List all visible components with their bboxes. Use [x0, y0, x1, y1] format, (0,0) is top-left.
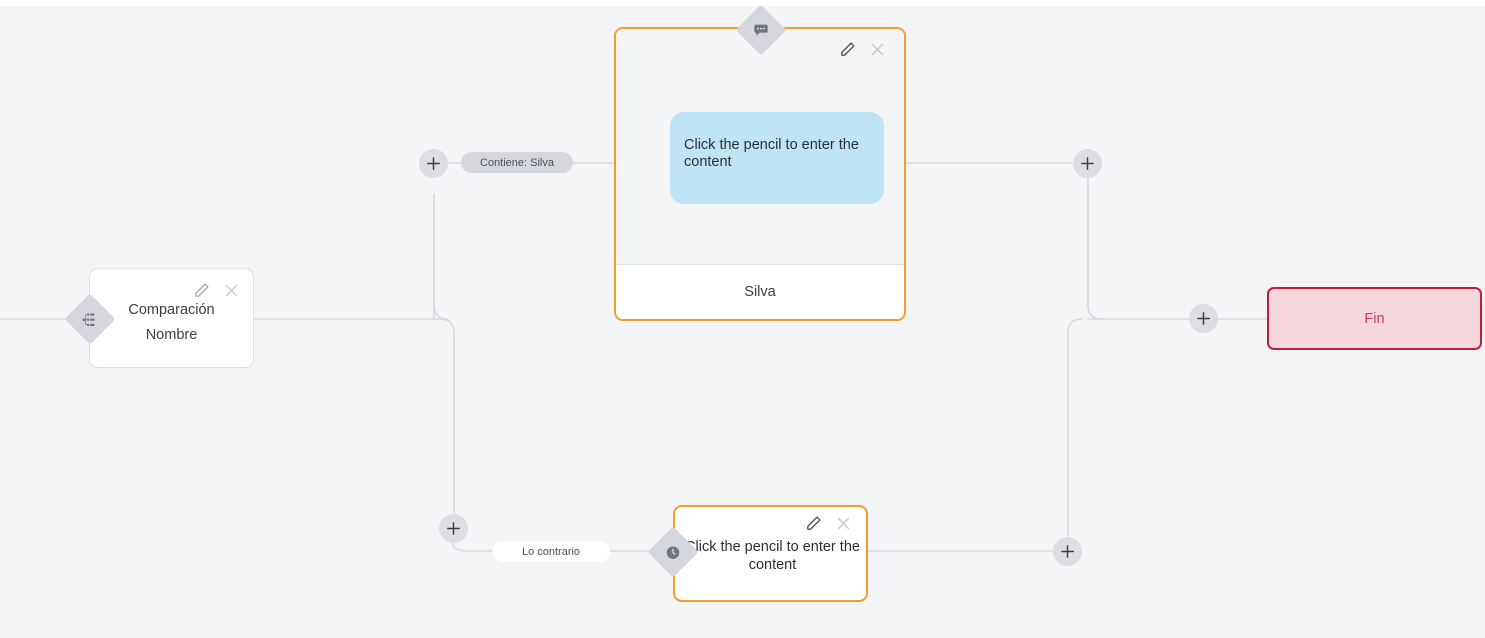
edge-label-branch-true: Contiene: Silva — [461, 152, 573, 173]
message-node-top-actions — [839, 41, 886, 58]
pencil-icon[interactable] — [805, 515, 822, 532]
pencil-icon[interactable] — [839, 41, 856, 58]
message-node-bottom-actions — [805, 515, 852, 532]
edge-label-branch-false: Lo contrario — [492, 541, 610, 562]
pencil-icon[interactable] — [193, 282, 210, 299]
message-node-bottom-text: Click the pencil to enter the content — [685, 539, 860, 573]
close-icon[interactable] — [835, 515, 852, 532]
chat-bubble-icon — [753, 22, 769, 38]
message-node-bottom[interactable]: Click the pencil to enter the content — [673, 505, 868, 602]
comparison-node[interactable]: Comparación Nombre — [89, 268, 254, 368]
comparison-node-port[interactable] — [64, 293, 116, 345]
comparison-node-title: Comparación — [128, 302, 215, 318]
end-node[interactable]: Fin — [1267, 287, 1482, 350]
add-branch-true-button[interactable] — [419, 149, 448, 178]
message-node-top[interactable]: Click the pencil to enter the content Si… — [614, 27, 906, 321]
clock-icon — [666, 545, 681, 560]
sitemap-icon — [82, 311, 99, 328]
message-node-bottom-port[interactable] — [647, 526, 699, 578]
close-icon[interactable] — [223, 282, 240, 299]
top-strip — [0, 0, 1485, 6]
add-after-top-button[interactable] — [1073, 149, 1102, 178]
close-icon[interactable] — [869, 41, 886, 58]
add-after-bottom-button[interactable] — [1053, 537, 1082, 566]
message-node-top-port[interactable] — [735, 4, 787, 56]
comparison-node-field: Nombre — [145, 327, 198, 343]
message-node-top-footer: Silva — [616, 264, 904, 319]
message-bubble: Click the pencil to enter the content — [670, 112, 884, 204]
comparison-node-actions — [193, 282, 240, 299]
add-before-end-button[interactable] — [1189, 304, 1218, 333]
add-branch-false-button[interactable] — [439, 514, 468, 543]
message-node-top-body: Click the pencil to enter the content — [616, 29, 904, 265]
